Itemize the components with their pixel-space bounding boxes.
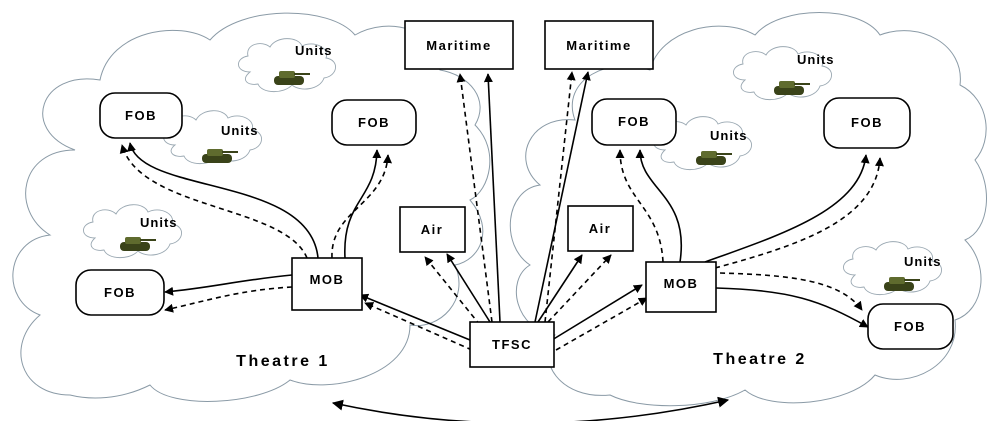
connectors bbox=[119, 71, 884, 421]
arrow-mob2-fob-far bbox=[704, 154, 870, 263]
theatre-2-label: Theatre 2 bbox=[713, 351, 807, 368]
tank-icon bbox=[696, 151, 732, 165]
fob-node-right-low: FOB bbox=[867, 303, 954, 350]
tank-icon bbox=[202, 149, 238, 163]
fob-node-right-top: FOB bbox=[591, 98, 677, 146]
maritime-label: Maritime bbox=[566, 38, 631, 53]
fob-label: FOB bbox=[104, 285, 136, 300]
air-label: Air bbox=[421, 222, 444, 237]
tank-icon bbox=[774, 81, 810, 95]
fob-label: FOB bbox=[358, 115, 390, 130]
tfsc-label: TFSC bbox=[492, 337, 532, 352]
fob-node-left-low: FOB bbox=[75, 269, 165, 316]
arrow-theatre-link bbox=[331, 396, 730, 421]
air-node-left: Air bbox=[399, 206, 466, 253]
arrow-tfsc-air2 bbox=[537, 254, 583, 323]
fob-node-right-far: FOB bbox=[823, 97, 911, 149]
units-label: Units bbox=[140, 215, 178, 230]
arrow-mob2-fob-top bbox=[635, 149, 683, 263]
units-group-2: Units bbox=[163, 110, 262, 165]
tank-icon bbox=[884, 277, 920, 291]
arrow-tfsc-mob2 bbox=[551, 284, 643, 341]
tank-icon bbox=[120, 237, 156, 251]
arrow-tfsc-air1-dashed bbox=[424, 256, 481, 326]
units-label: Units bbox=[904, 254, 942, 269]
arrow-tfsc-maritime2 bbox=[534, 71, 591, 323]
fob-label: FOB bbox=[125, 108, 157, 123]
units-group-4: Units bbox=[733, 46, 835, 101]
units-group-1: Units bbox=[238, 38, 336, 93]
units-group-3: Units bbox=[83, 204, 182, 259]
arrow-tfsc-air2-dashed bbox=[547, 254, 612, 323]
arrow-mob1-fob-lefttop-dashed bbox=[119, 144, 308, 259]
arrow-tfsc-mob1-dashed bbox=[364, 302, 473, 351]
air-label: Air bbox=[589, 221, 612, 236]
arrow-mob1-fob-low-dashed bbox=[164, 286, 293, 313]
arrow-tfsc-maritime1 bbox=[483, 73, 501, 323]
fob-label: FOB bbox=[618, 114, 650, 129]
arrow-mob1-fob-lefttop bbox=[127, 142, 319, 259]
fob-label: FOB bbox=[851, 115, 883, 130]
arrow-mob2-fob-low bbox=[715, 287, 869, 328]
arrow-mob1-fob-mid bbox=[344, 149, 382, 259]
units-label: Units bbox=[797, 52, 835, 67]
maritime-label: Maritime bbox=[426, 38, 491, 53]
mob-node-right: MOB bbox=[645, 261, 717, 313]
fob-label: FOB bbox=[894, 319, 926, 334]
units-label: Units bbox=[710, 128, 748, 143]
units-label: Units bbox=[221, 123, 259, 138]
units-label: Units bbox=[295, 43, 333, 58]
air-node-right: Air bbox=[567, 205, 634, 252]
arrow-mob2-fob-far-dashed bbox=[714, 157, 884, 269]
arrow-tfsc-air1 bbox=[446, 253, 491, 323]
fob-node-left-mid: FOB bbox=[331, 99, 417, 146]
units-group-6: Units bbox=[843, 241, 942, 296]
mob-label: MOB bbox=[310, 272, 345, 287]
theatre-1-label: Theatre 1 bbox=[236, 353, 330, 370]
maritime-node-left: Maritime bbox=[404, 20, 514, 70]
arrow-mob1-fob-low bbox=[164, 274, 293, 296]
mob-label: MOB bbox=[664, 276, 699, 291]
tank-icon bbox=[274, 71, 310, 85]
arrow-mob2-fob-low-dashed bbox=[719, 272, 863, 311]
tfsc-node: TFSC bbox=[469, 321, 555, 368]
arrow-tfsc-mob1 bbox=[359, 293, 471, 341]
arrow-mob2-fob-top-dashed bbox=[615, 149, 664, 263]
mob-node-left: MOB bbox=[291, 257, 363, 311]
arrow-tfsc-maritime1-dashed bbox=[456, 73, 493, 323]
arrow-tfsc-maritime2-dashed bbox=[544, 71, 576, 323]
fob-node-left-top: FOB bbox=[99, 92, 183, 139]
maritime-node-right: Maritime bbox=[544, 20, 654, 70]
